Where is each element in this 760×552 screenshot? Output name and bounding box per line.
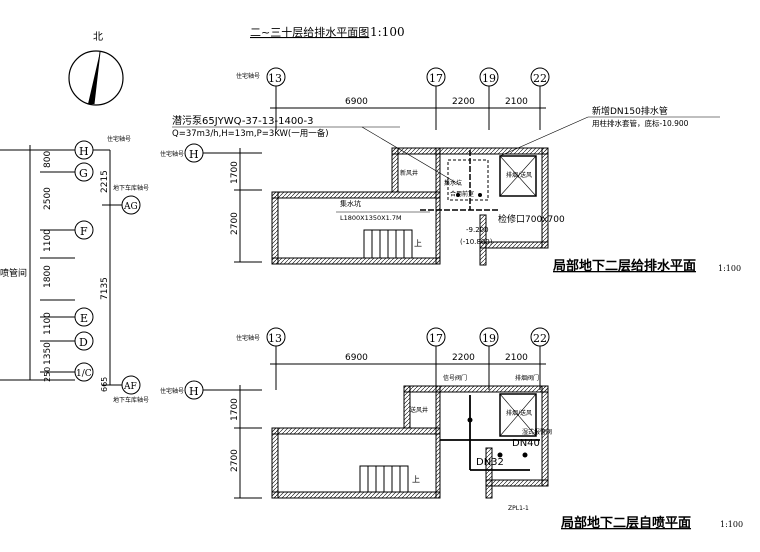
plan1-row-dim-1: 1700: [230, 161, 240, 184]
north-label: 北: [93, 31, 103, 43]
left-dim-4: 1800: [43, 265, 53, 288]
plan2-scale: 1:100: [720, 520, 743, 529]
left-axis-H: H: [79, 145, 89, 158]
left-dim-2215: 2215: [100, 170, 110, 193]
pump-label-line2: Q=37m3/h,H=13m,P=3KW(一用一备): [172, 128, 329, 139]
top-caption: 二~三十层给排水平面图: [250, 25, 369, 39]
left-dim-6: 1350: [43, 342, 53, 365]
plan-2: 住宅轴号 13 17 19 22 6900 2200 2100 住宅轴号 H 1…: [160, 327, 743, 531]
left-axis-1C: 1/C: [76, 369, 92, 379]
plan1-dim-2: 2200: [452, 97, 475, 107]
pump-label-line1: 潜污泵65JYWQ-37-13-1400-3: [172, 114, 314, 127]
plan1-room-well: 集水坑: [444, 179, 462, 187]
plan2-axis-label: 住宅轴号: [236, 334, 260, 342]
plan2-axis-22: 22: [533, 332, 547, 345]
plan1-dim-1: 6900: [345, 97, 368, 107]
plan1-dim-3: 2100: [505, 97, 528, 107]
plan2-room-smoke: 排烟/送风: [506, 409, 532, 417]
left-axis-AG: AG: [123, 202, 138, 212]
plan2-dim-1: 6900: [345, 353, 368, 363]
left-axis-F: F: [80, 225, 88, 238]
plan1-room-smoke: 排烟/送风: [506, 171, 532, 179]
sprinkler-signal-valve: 信号阀门: [443, 374, 467, 382]
left-elevation: 800 2500 1100 1800 1100 1350 250 喷管间 H G…: [0, 135, 149, 404]
left-axis-G: G: [79, 167, 88, 180]
sprinkler-smoke-valve: 排烟阀门: [515, 374, 539, 382]
sprinkler-dn32: DN32: [476, 457, 504, 468]
well-size: L1800X1350X1.7M: [340, 214, 402, 222]
left-side-label: 喷管间: [0, 267, 27, 279]
plan1-axis-19: 19: [482, 72, 496, 85]
sprinkler-dn40: DN40: [512, 438, 540, 449]
plan2-stair: 上: [359, 465, 420, 493]
left-dim-665: 665: [100, 377, 109, 392]
plan2-title: 局部地下二层自喷平面: [561, 515, 691, 531]
plan1-row-dim-2: 2700: [230, 212, 240, 235]
axis-label-top-H: 住宅轴号: [107, 135, 131, 143]
plan1-axis-13: 13: [268, 72, 282, 85]
north-arrow-icon: 北: [68, 31, 124, 106]
sprinkler-riser: ZPL1-1: [508, 505, 529, 512]
plan1-stair: 上: [363, 229, 422, 259]
well-label: 集水坑: [340, 199, 361, 208]
plan1-axis-17: 17: [429, 72, 443, 85]
plan1-title: 局部地下二层给排水平面: [553, 258, 696, 274]
plan2-room-shaft: 送风井: [410, 406, 428, 414]
plan1-room-anteroom: 合用前室: [450, 190, 474, 198]
elev-label: -9.200: [466, 226, 489, 234]
left-axis-AF: AF: [123, 382, 137, 392]
plan1-axis-22: 22: [533, 72, 547, 85]
basement-axis-label-1: 地下车库轴号: [113, 184, 149, 192]
plan1-axis-label-H: 住宅轴号: [160, 150, 184, 158]
drain-pipe-label: 新增DN150排水管: [592, 105, 668, 117]
left-axis-D: D: [79, 336, 88, 349]
plan2-axis-label-H: 住宅轴号: [160, 387, 184, 395]
plan2-axis-13: 13: [268, 332, 282, 345]
left-dim-1: 800: [43, 151, 53, 168]
plan2-axis-17: 17: [429, 332, 443, 345]
plan2-dim-3: 2100: [505, 353, 528, 363]
sprinkler-alarm-valve: 湿式报警阀: [522, 428, 552, 436]
access-label: 检修口700x700: [498, 213, 565, 225]
basement-axis-label-2: 地下车库轴号: [113, 396, 149, 404]
plan1-axis-label: 住宅轴号: [236, 72, 260, 80]
plan1-room-shaft: 新风井: [400, 169, 418, 177]
left-dim-7: 250: [43, 367, 52, 382]
plan2-axis-H: H: [189, 385, 199, 398]
elev-label2: (-10.800): [460, 238, 493, 246]
plan1-axis-H: H: [189, 148, 199, 161]
top-caption-scale: 1:100: [370, 25, 405, 39]
plan1-stair-up: 上: [414, 239, 422, 248]
plan2-axis-19: 19: [482, 332, 496, 345]
plan2-row-dim-2: 2700: [230, 449, 240, 472]
plan2-stair-up: 上: [412, 475, 420, 484]
drain-pipe-note: 用柱排水套管，底标-10.900: [592, 118, 689, 128]
left-axis-E: E: [80, 312, 88, 325]
plan-1: 住宅轴号 13 17 19 22 6900 2200 2100 住宅轴号 H 1…: [160, 67, 741, 274]
plan1-scale: 1:100: [718, 264, 741, 273]
left-dim-5: 1100: [43, 312, 53, 335]
left-dim-3: 1100: [43, 229, 53, 252]
plan2-row-dim-1: 1700: [230, 398, 240, 421]
left-dim-2: 2500: [43, 187, 53, 210]
left-dim-7135: 7135: [100, 277, 110, 300]
plan2-dim-2: 2200: [452, 353, 475, 363]
